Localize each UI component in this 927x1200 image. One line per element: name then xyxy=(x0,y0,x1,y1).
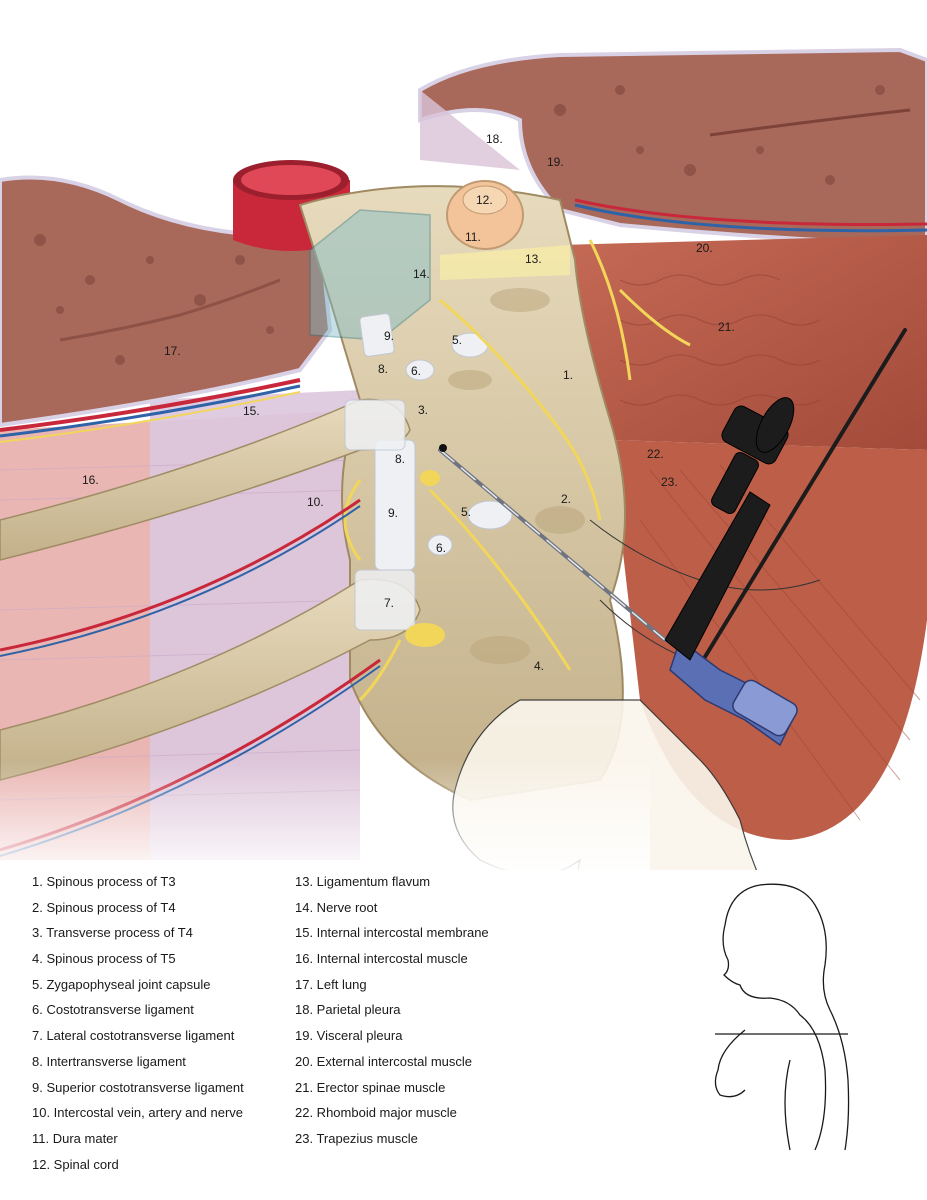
callout-9b: 9. xyxy=(388,506,399,520)
callout-5b: 5. xyxy=(461,505,472,519)
callout-8a: 8. xyxy=(378,362,389,376)
legend-item: 15. Internal intercostal membrane xyxy=(295,925,489,941)
callout-12: 12. xyxy=(476,193,493,207)
legend-item: 2. Spinous process of T4 xyxy=(32,899,176,915)
legend-item: 18. Parietal pleura xyxy=(295,1002,401,1018)
legend-item: 19. Visceral pleura xyxy=(295,1028,403,1044)
legend-item: 8. Intertransverse ligament xyxy=(32,1053,186,1069)
rib-lower xyxy=(0,578,421,781)
legend-item: 23. Trapezius muscle xyxy=(295,1130,418,1146)
legend-item: 10. Intercostal vein, artery and nerve xyxy=(32,1105,244,1121)
pleura-vessels-left xyxy=(0,378,301,432)
callout-15: 15. xyxy=(243,404,260,418)
callout-14: 14. xyxy=(413,267,430,281)
callout-17: 17. xyxy=(164,344,181,358)
callout-1: 1. xyxy=(563,368,574,382)
needle-tip xyxy=(439,444,447,452)
right-lung-fissure xyxy=(709,108,911,137)
legend-item: 20. External intercostal muscle xyxy=(295,1053,473,1069)
nerves xyxy=(343,239,691,702)
erector-spinae-muscle xyxy=(560,235,927,450)
callout-9a: 9. xyxy=(384,329,395,343)
legend-item: 21. Erector spinae muscle xyxy=(295,1079,446,1095)
nerve-root-box xyxy=(309,209,431,341)
legend-item: 14. Nerve root xyxy=(295,899,378,915)
nerve-ganglion xyxy=(405,623,445,647)
callout-21: 21. xyxy=(718,320,735,334)
ligaments xyxy=(344,313,513,631)
rhomboid-trapezius xyxy=(610,440,927,840)
legend-item: 3. Transverse process of T4 xyxy=(32,925,193,941)
bottom-fade xyxy=(0,760,650,880)
right-lung xyxy=(418,47,927,248)
spinal-cord xyxy=(462,185,508,215)
bone-shading xyxy=(448,288,585,664)
legend-item: 16. Internal intercostal muscle xyxy=(295,951,468,967)
legend-item: 12. Spinal cord xyxy=(32,1156,119,1172)
legend-item: 1. Spinous process of T3 xyxy=(32,874,176,889)
callout-3: 3. xyxy=(418,403,429,417)
callout-11: 11. xyxy=(465,230,481,244)
legend-item: 11. Dura mater xyxy=(32,1130,118,1146)
legend-item: 17. Left lung xyxy=(295,976,367,992)
lung-inner-fissure xyxy=(59,278,281,342)
callout-4: 4. xyxy=(534,659,545,673)
legend-right: 13. Ligamentum flavum 14. Nerve root 15.… xyxy=(295,875,489,1158)
callout-16: 16. xyxy=(82,473,99,487)
callout-2: 2. xyxy=(561,492,572,506)
callout-23: 23. xyxy=(661,475,678,489)
callout-7: 7. xyxy=(384,596,395,610)
needle xyxy=(438,328,907,667)
legend-item: 5. Zygapophyseal joint capsule xyxy=(32,976,211,992)
callout-22: 22. xyxy=(647,447,664,461)
rib-upper xyxy=(0,398,411,561)
callout-20: 20. xyxy=(696,241,713,255)
legend-item: 9. Superior costotransverse ligament xyxy=(32,1079,244,1095)
legend-item: 13. Ligamentum flavum xyxy=(295,874,431,889)
callout-19: 19. xyxy=(547,155,564,169)
legend-left: 1. Spinous process of T3 2. Spinous proc… xyxy=(32,875,244,1183)
legend-item: 22. Rhomboid major muscle xyxy=(295,1105,457,1121)
callout-18: 18. xyxy=(486,132,503,146)
lung-texture xyxy=(34,234,274,365)
legend-item: 6. Costotransverse ligament xyxy=(32,1002,194,1018)
legend-item: 7. Lateral costotransverse ligament xyxy=(32,1028,235,1044)
callout-6b: 6. xyxy=(436,541,447,555)
callout-5a: 5. xyxy=(452,333,463,347)
legend-item: 4. Spinous process of T5 xyxy=(32,951,176,967)
needle-hub xyxy=(669,638,798,747)
callout-13: 13. xyxy=(525,252,542,266)
callout-10: 10. xyxy=(307,495,324,509)
pleura-membrane-right xyxy=(420,90,520,170)
internal-intercostal-membrane xyxy=(150,390,360,860)
syringe-plunger xyxy=(664,397,795,661)
ligamentum-flavum xyxy=(440,245,570,280)
pleura-vessels-right xyxy=(574,203,927,233)
callout-6a: 6. xyxy=(411,364,422,378)
callout-8b: 8. xyxy=(395,452,406,466)
patient-silhouette xyxy=(714,883,850,1151)
